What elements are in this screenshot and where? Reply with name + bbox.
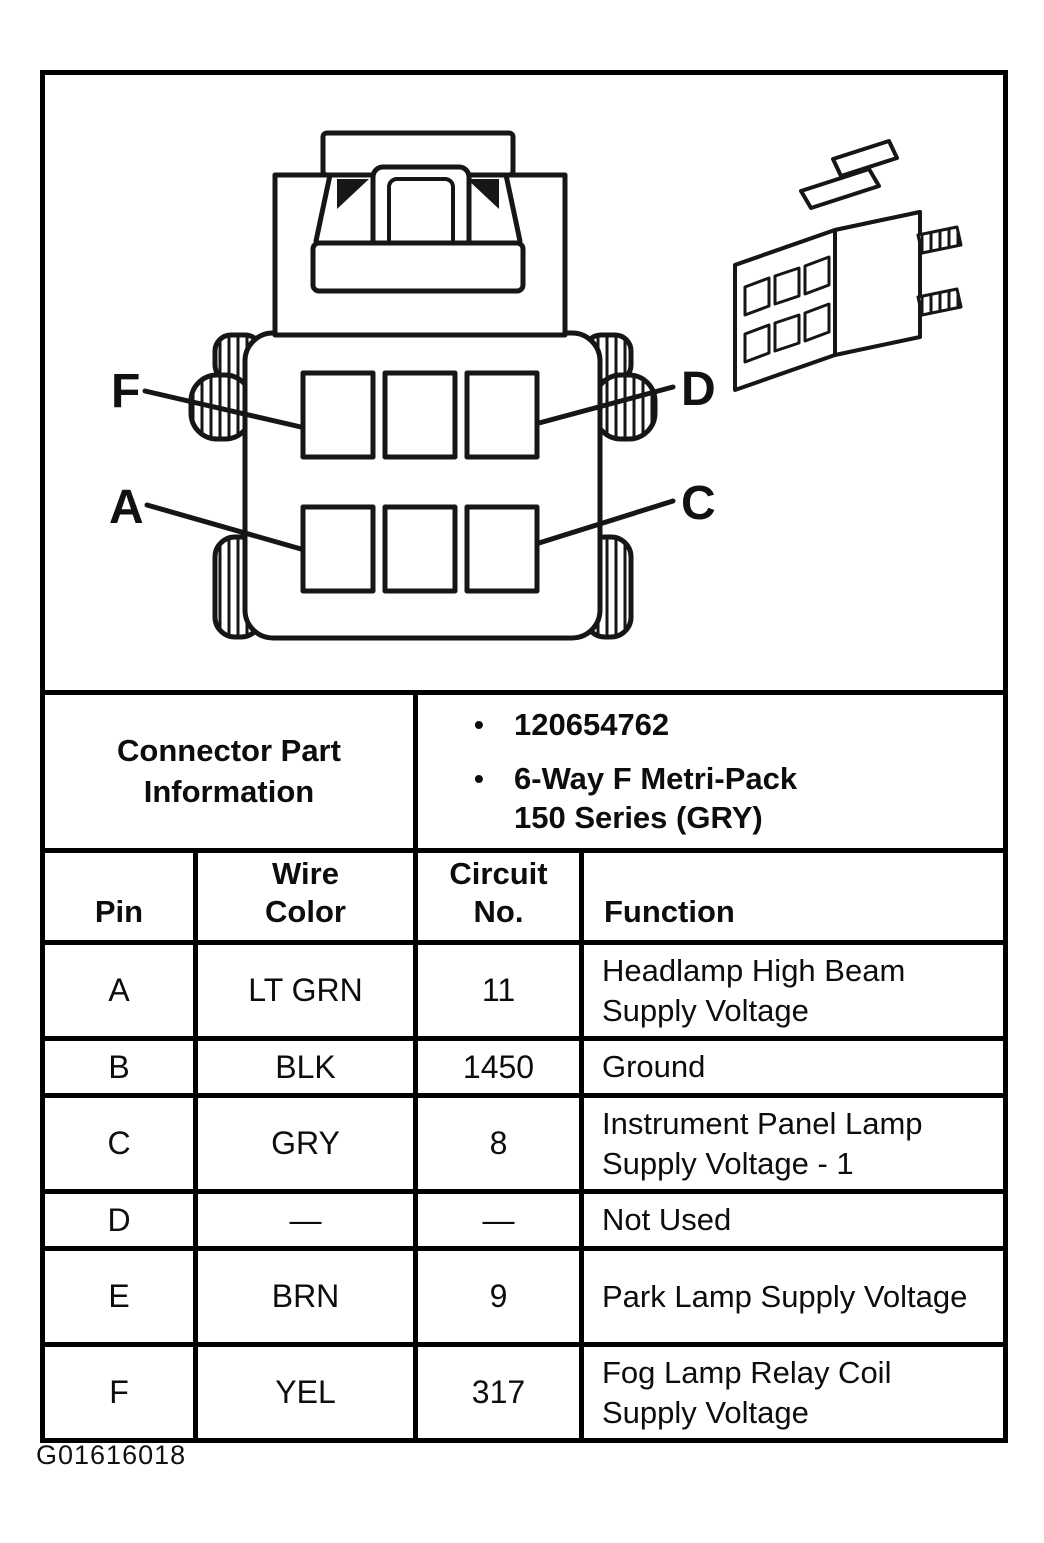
header-pin: Pin xyxy=(94,894,144,930)
table-row-c: C GRY 8 Instrument Panel Lamp Supply Vol… xyxy=(45,1093,1003,1190)
latch-cross-band xyxy=(310,240,526,294)
pin-cell: E xyxy=(108,1278,130,1315)
latch-arrow-right xyxy=(467,179,499,209)
function-cell: Fog Lamp Relay Coil Supply Voltage xyxy=(579,1347,1003,1439)
circuit-no-cell: — xyxy=(413,1194,579,1247)
lock-tab-upper xyxy=(916,225,963,255)
header-circuit-no: Circuit No. xyxy=(413,853,579,941)
side-face xyxy=(833,210,922,357)
leader-line-d xyxy=(536,384,676,426)
part-number-text: 120654762 xyxy=(514,707,670,742)
header-function: Function xyxy=(579,853,1003,941)
connector-info-row: Connector Part Information • 120654762 •… xyxy=(45,690,1003,849)
leader-line-a xyxy=(144,502,304,552)
pin-cell: C xyxy=(107,1125,131,1162)
document-frame: F D A C xyxy=(40,70,1008,1444)
cavity xyxy=(773,266,801,306)
latch-center-tab-inner xyxy=(387,177,455,253)
part-number-item: • 120654762 xyxy=(474,705,669,745)
circuit-no-cell: 8 xyxy=(413,1098,579,1190)
function-cell: Not Used xyxy=(579,1194,1003,1247)
latch-3d-lower xyxy=(799,167,881,210)
pin-cell: B xyxy=(108,1048,130,1085)
pin-label-d: D xyxy=(681,363,716,416)
pin-hole-e xyxy=(382,370,458,460)
table-row-a: A LT GRN 11 Headlamp High Beam Supply Vo… xyxy=(45,940,1003,1037)
table-row-e: E BRN 9 Park Lamp Supply Voltage xyxy=(45,1246,1003,1343)
front-face-cavities xyxy=(743,255,831,364)
latch-arrow-left xyxy=(337,179,369,209)
leader-line-c xyxy=(536,498,676,546)
wire-color-cell: LT GRN xyxy=(193,945,413,1037)
pin-hole-f xyxy=(300,370,376,460)
table-row-d: D — — Not Used xyxy=(45,1189,1003,1247)
connector-diagram: F D A C xyxy=(109,130,963,641)
latch-slant-left xyxy=(313,172,333,244)
circuit-no-cell: 9 xyxy=(413,1251,579,1343)
connector-latch-assembly xyxy=(272,130,568,338)
cavity xyxy=(803,302,831,343)
leader-line-f xyxy=(142,388,304,430)
function-cell: Instrument Panel Lamp Supply Voltage - 1 xyxy=(579,1098,1003,1190)
header-wire-color: Wire Color xyxy=(193,853,413,941)
pin-hole-a xyxy=(300,504,376,594)
connector-part-info-cell: Connector Part Information xyxy=(45,695,413,848)
connector-part-details-cell: • 120654762 • 6-Way F Metri-Pack 150 Ser… xyxy=(413,695,1003,849)
pin-cavities xyxy=(300,370,540,594)
cavity xyxy=(803,255,831,296)
table-header-row: Pin Wire Color Circuit No. Function xyxy=(45,848,1003,941)
pin-hole-c xyxy=(464,504,540,594)
function-cell: Ground xyxy=(579,1041,1003,1094)
table-row-f: F YEL 317 Fog Lamp Relay Coil Supply Vol… xyxy=(45,1342,1003,1439)
wire-color-cell: GRY xyxy=(193,1098,413,1190)
pin-hole-b xyxy=(382,504,458,594)
function-cell: Headlamp High Beam Supply Voltage xyxy=(579,945,1003,1037)
bullet-icon: • xyxy=(474,709,484,740)
latch-3d-upper xyxy=(831,139,899,178)
wire-color-cell: YEL xyxy=(193,1347,413,1439)
pin-label-c: C xyxy=(681,477,716,530)
pin-labels: F D A C xyxy=(109,363,716,534)
latch-slant-right xyxy=(503,172,523,244)
lock-tab-lower xyxy=(916,287,963,317)
pin-cell: A xyxy=(108,972,130,1009)
part-series-item: • 6-Way F Metri-Pack 150 Series (GRY) xyxy=(474,759,797,838)
connector-part-info-title: Connector Part Information xyxy=(117,733,341,809)
leader-lines xyxy=(142,384,676,552)
pin-label-a: A xyxy=(109,481,144,534)
table-row-b: B BLK 1450 Ground xyxy=(45,1036,1003,1094)
connector-3d-view xyxy=(733,139,963,392)
circuit-no-cell: 1450 xyxy=(413,1041,579,1094)
function-cell: Park Lamp Supply Voltage xyxy=(579,1251,1003,1343)
bullet-icon: • xyxy=(474,762,484,794)
wire-color-cell: — xyxy=(193,1194,413,1247)
connector-front-view xyxy=(142,130,676,641)
cavity xyxy=(743,276,771,317)
pin-label-f: F xyxy=(111,365,140,418)
cavity xyxy=(743,323,771,364)
circuit-no-cell: 11 xyxy=(413,945,579,1037)
circuit-no-cell: 317 xyxy=(413,1347,579,1439)
part-series-text: 6-Way F Metri-Pack 150 Series (GRY) xyxy=(514,760,798,836)
wire-color-cell: BLK xyxy=(193,1041,413,1094)
pin-cell: F xyxy=(109,1374,129,1411)
wire-color-cell: BRN xyxy=(193,1251,413,1343)
cavity xyxy=(773,313,801,353)
connector-figure: F D A C xyxy=(45,75,1003,690)
pin-hole-d xyxy=(464,370,540,460)
figure-id: G01616018 xyxy=(36,1440,187,1470)
pin-cell: D xyxy=(107,1201,131,1238)
